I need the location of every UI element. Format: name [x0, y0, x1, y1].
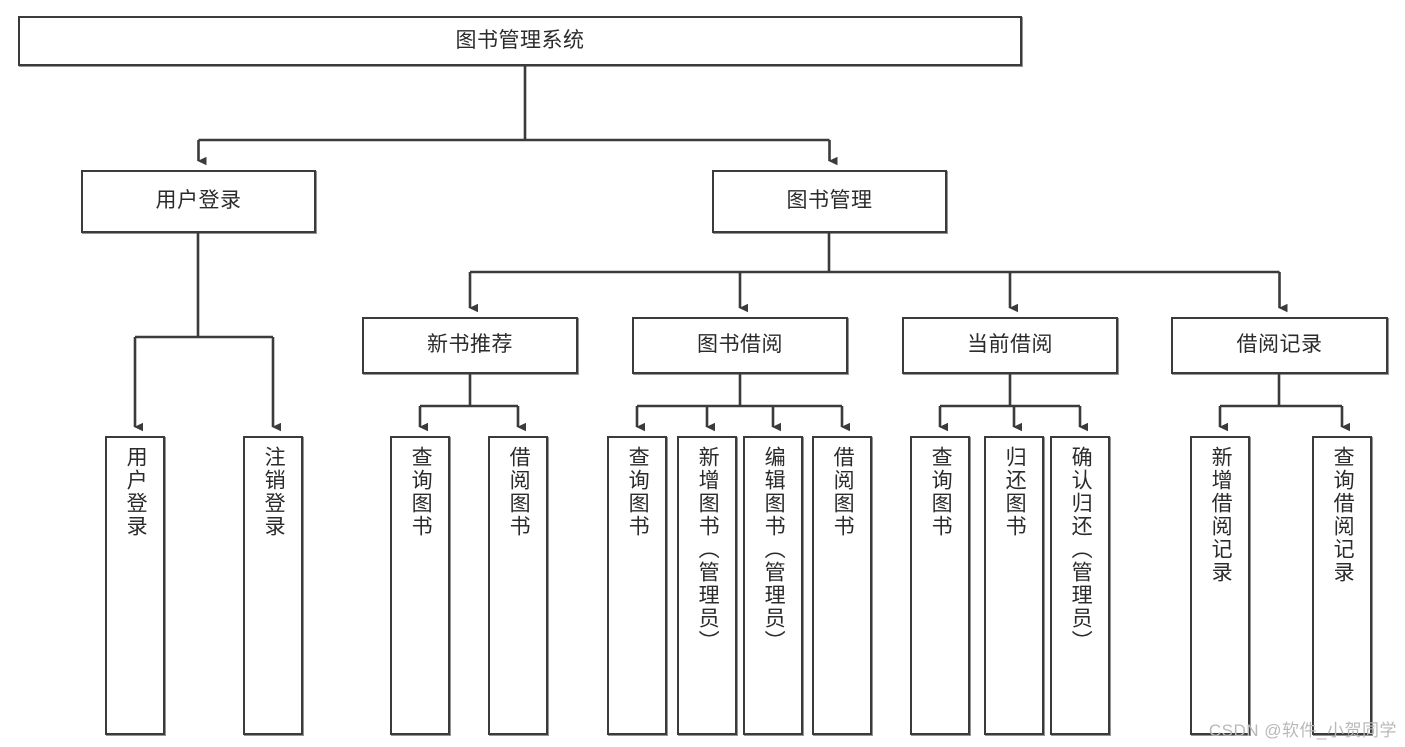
node-leaf-new-2[interactable]: 借阅图书: [488, 436, 548, 735]
node-label: 图书管理: [786, 189, 873, 213]
node-label: 新增图书（管理员）: [696, 446, 720, 653]
node-newbook[interactable]: 新书推荐: [362, 317, 578, 374]
node-label: 借阅记录: [1236, 333, 1323, 357]
node-label: 用户登录: [124, 446, 148, 538]
node-leaf-cur-3[interactable]: 确认归还（管理员）: [1050, 436, 1110, 735]
node-label: 借阅图书: [507, 446, 531, 538]
node-bookmgmt[interactable]: 图书管理: [712, 170, 947, 233]
node-label: 图书借阅: [697, 333, 783, 357]
node-records[interactable]: 借阅记录: [1171, 317, 1388, 374]
node-leaf-login-2[interactable]: 注销登录: [243, 436, 303, 735]
node-label: 图书管理系统: [455, 28, 585, 52]
node-label: 查询图书: [626, 446, 650, 538]
node-leaf-rec-1[interactable]: 新增借阅记录: [1190, 436, 1250, 735]
node-leaf-cur-2[interactable]: 归还图书: [984, 436, 1044, 735]
node-label: 确认归还（管理员）: [1069, 446, 1093, 653]
node-root[interactable]: 图书管理系统: [18, 16, 1022, 66]
node-label: 归还图书: [1003, 446, 1027, 538]
node-current[interactable]: 当前借阅: [902, 317, 1118, 374]
node-label: 新增借阅记录: [1209, 446, 1233, 584]
node-label: 当前借阅: [967, 333, 1053, 357]
node-leaf-borrow-3[interactable]: 编辑图书（管理员）: [743, 436, 803, 735]
node-leaf-rec-2[interactable]: 查询借阅记录: [1312, 436, 1372, 735]
node-label: 查询借阅记录: [1331, 446, 1355, 584]
node-leaf-new-1[interactable]: 查询图书: [390, 436, 450, 735]
node-leaf-borrow-2[interactable]: 新增图书（管理员）: [677, 436, 737, 735]
node-label: 注销登录: [262, 446, 286, 538]
node-label: 编辑图书（管理员）: [762, 446, 786, 653]
csdn-watermark: CSDN @软件_小贺同学: [1208, 721, 1397, 740]
node-label: 查询图书: [929, 446, 953, 538]
node-leaf-borrow-4[interactable]: 借阅图书: [812, 436, 872, 735]
node-label: 查询图书: [409, 446, 433, 538]
node-leaf-cur-1[interactable]: 查询图书: [910, 436, 970, 735]
node-label: 新书推荐: [427, 333, 513, 357]
node-label: 用户登录: [155, 189, 242, 213]
node-login[interactable]: 用户登录: [81, 170, 316, 233]
node-leaf-borrow-1[interactable]: 查询图书: [607, 436, 667, 735]
node-leaf-login-1[interactable]: 用户登录: [105, 436, 165, 735]
node-borrow[interactable]: 图书借阅: [632, 317, 848, 374]
node-label: 借阅图书: [831, 446, 855, 538]
